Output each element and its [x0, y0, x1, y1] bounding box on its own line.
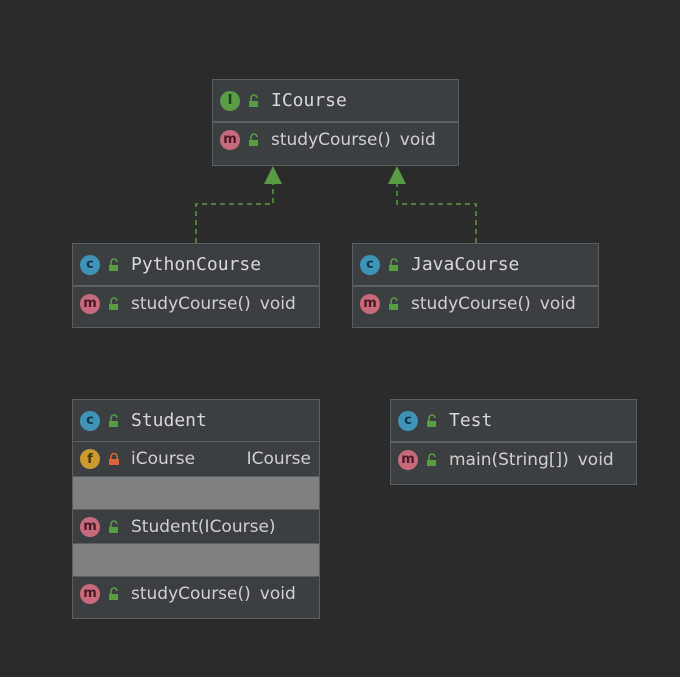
- field-name: iCourse: [131, 449, 196, 469]
- class-name: Student: [131, 410, 207, 431]
- method-return-type: void: [577, 449, 614, 470]
- public-lock-icon: [389, 296, 398, 310]
- method-name: studyCourse(): [131, 293, 251, 314]
- public-lock-icon: [109, 413, 118, 427]
- method-return-type: void: [539, 293, 576, 314]
- method-return-type: void: [259, 293, 296, 314]
- empty-section-separator: [73, 543, 319, 576]
- method-row[interactable]: m studyCourse() void: [213, 122, 458, 156]
- empty-section-separator: [73, 476, 319, 509]
- method-icon: m: [80, 583, 100, 604]
- public-lock-icon: [109, 257, 118, 271]
- public-lock-icon: [109, 519, 118, 533]
- icourse-header: I ICourse: [213, 80, 458, 122]
- public-lock-icon: [109, 296, 118, 310]
- runnable-class-icon: c: [398, 410, 418, 431]
- public-lock-icon: [427, 452, 436, 466]
- abstract-method-icon: m: [220, 129, 240, 150]
- method-name: main(String[]): [449, 449, 569, 470]
- method-name: studyCourse(): [271, 129, 391, 150]
- class-name: JavaCourse: [411, 254, 520, 275]
- public-lock-icon: [427, 413, 436, 427]
- javacourse-class-box[interactable]: c JavaCourse m studyCourse() void: [352, 243, 599, 328]
- method-icon: m: [80, 516, 100, 537]
- method-icon: m: [80, 293, 100, 314]
- field-row[interactable]: f iCourse ICourse: [73, 442, 319, 476]
- icourse-interface-box[interactable]: I ICourse m studyCourse() void: [212, 79, 459, 166]
- method-row[interactable]: m studyCourse() void: [353, 286, 598, 320]
- python-realization-line: [195, 184, 274, 243]
- public-lock-icon: [249, 93, 258, 107]
- class-name: Test: [449, 410, 493, 431]
- class-icon: c: [80, 410, 100, 431]
- public-lock-icon: [109, 586, 118, 600]
- pythoncourse-header: c PythonCourse: [73, 244, 319, 286]
- method-return-type: void: [259, 583, 296, 604]
- class-icon: c: [80, 254, 100, 275]
- interface-icon: I: [220, 90, 240, 111]
- private-lock-icon: [109, 452, 119, 465]
- method-return-type: void: [399, 129, 436, 150]
- public-lock-icon: [389, 257, 398, 271]
- javacourse-header: c JavaCourse: [353, 244, 598, 286]
- method-row[interactable]: m studyCourse() void: [73, 286, 319, 320]
- method-icon: m: [360, 293, 380, 314]
- static-method-icon: m: [398, 449, 418, 470]
- public-lock-icon: [249, 132, 258, 146]
- class-name: PythonCourse: [131, 254, 262, 275]
- method-name: studyCourse(): [131, 583, 251, 604]
- method-name: studyCourse(): [411, 293, 531, 314]
- java-realization-line: [396, 184, 477, 243]
- student-class-box[interactable]: c Student f iCourse ICourse m Student(IC…: [72, 399, 320, 619]
- method-row[interactable]: m main(String[]) void: [391, 442, 636, 476]
- test-header: c Test: [391, 400, 636, 442]
- pythoncourse-class-box[interactable]: c PythonCourse m studyCourse() void: [72, 243, 320, 328]
- field-icon: f: [80, 449, 100, 469]
- class-name: ICourse: [271, 90, 347, 111]
- constructor-row[interactable]: m Student(ICourse): [73, 509, 319, 543]
- java-realization-arrowhead: [388, 166, 406, 184]
- class-icon: c: [360, 254, 380, 275]
- field-type: ICourse: [246, 449, 311, 469]
- student-header: c Student: [73, 400, 319, 442]
- test-class-box[interactable]: c Test m main(String[]) void: [390, 399, 637, 485]
- python-realization-arrowhead: [264, 166, 282, 184]
- constructor-name: Student(ICourse): [131, 516, 276, 537]
- method-row[interactable]: m studyCourse() void: [73, 576, 319, 610]
